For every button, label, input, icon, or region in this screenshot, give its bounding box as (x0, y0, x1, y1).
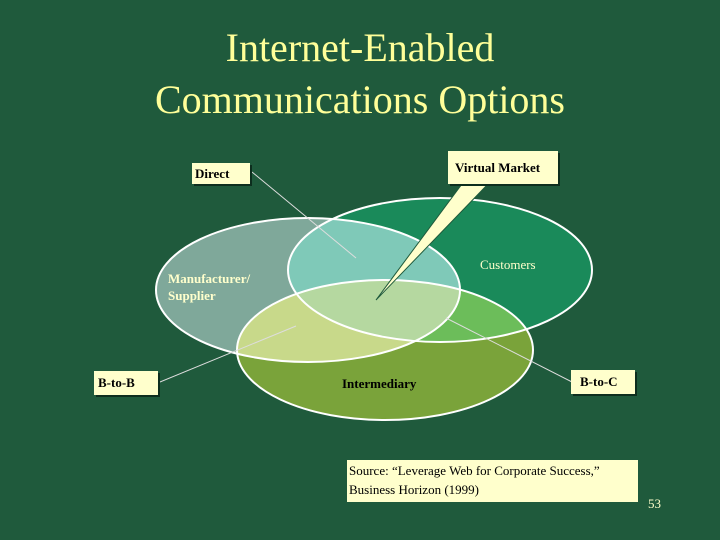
b-to-c-label: B-to-C (571, 370, 635, 394)
b-to-b-connector-line (159, 325, 297, 383)
source-line-2: Business Horizon (1999) (349, 482, 479, 497)
b-to-c-connector-line (445, 317, 573, 383)
source-citation: Source: “Leverage Web for Corporate Succ… (347, 460, 638, 502)
title-line-2: Communications Options (155, 77, 565, 122)
virtual-market-label: Virtual Market (448, 151, 558, 184)
slide-title: Internet-Enabled Communications Options (0, 22, 720, 126)
manufacturer-supplier-label: Manufacturer/ Supplier (168, 270, 250, 304)
virtual-market-callout-pointer (375, 183, 490, 301)
page-number: 53 (648, 496, 661, 511)
manufacturer-label-line-2: Supplier (168, 288, 216, 303)
customers-label: Customers (480, 257, 536, 272)
direct-connector-line (251, 171, 357, 259)
source-line-1: Source: “Leverage Web for Corporate Succ… (349, 463, 600, 478)
intermediary-label: Intermediary (342, 376, 417, 391)
title-line-1: Internet-Enabled (225, 25, 495, 70)
b-to-b-label: B-to-B (94, 371, 158, 395)
manufacturer-label-line-1: Manufacturer/ (168, 271, 251, 286)
direct-label: Direct (192, 163, 250, 184)
